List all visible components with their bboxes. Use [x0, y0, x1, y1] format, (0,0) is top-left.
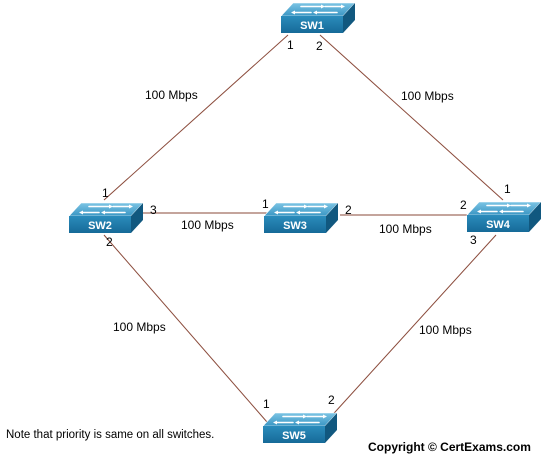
speed-label-sw3-sw4: 100 Mbps	[379, 222, 432, 236]
link-sw1-sw2	[103, 34, 289, 201]
port-label-sw5-1: 1	[263, 397, 270, 411]
port-label-sw2-2: 2	[106, 235, 113, 249]
port-label-sw4-1: 1	[504, 182, 511, 196]
switch-label: SW3	[283, 220, 307, 232]
speed-label-sw1-sw2: 100 Mbps	[145, 88, 198, 102]
switch-label: SW4	[486, 219, 511, 231]
priority-note: Note that priority is same on all switch…	[6, 429, 215, 441]
speed-label-sw4-sw5: 100 Mbps	[419, 323, 472, 337]
switch-label: SW2	[88, 220, 112, 232]
port-label-sw1-2: 2	[316, 39, 323, 53]
port-label-sw4-2: 2	[460, 198, 467, 212]
switch-sw2[interactable]: SW2	[68, 202, 144, 234]
port-label-sw3-2: 2	[345, 203, 352, 217]
speed-label-sw2-sw5: 100 Mbps	[113, 320, 166, 334]
switch-sw1[interactable]: SW1	[280, 2, 356, 34]
speed-label-sw1-sw4: 100 Mbps	[401, 89, 454, 103]
port-label-sw3-1: 1	[262, 197, 269, 211]
switch-label: SW1	[300, 20, 324, 32]
copyright-text: Copyright © CertExams.com	[368, 440, 531, 454]
switch-sw5[interactable]: SW5	[262, 412, 338, 444]
link-sw2-sw5	[103, 234, 268, 423]
switch-sw3[interactable]: SW3	[263, 202, 339, 234]
port-label-sw5-2: 2	[328, 393, 335, 407]
link-sw4-sw5	[325, 234, 497, 423]
speed-label-sw2-sw3: 100 Mbps	[181, 218, 234, 232]
links	[103, 34, 504, 423]
switch-label: SW5	[282, 430, 306, 442]
port-label-sw4-3: 3	[470, 233, 477, 247]
port-label-sw2-1: 1	[102, 186, 109, 200]
link-sw1-sw4	[319, 34, 504, 201]
switch-sw4[interactable]: SW4	[466, 201, 542, 233]
port-label-sw2-3: 3	[150, 203, 157, 217]
port-label-sw1-1: 1	[287, 38, 294, 52]
